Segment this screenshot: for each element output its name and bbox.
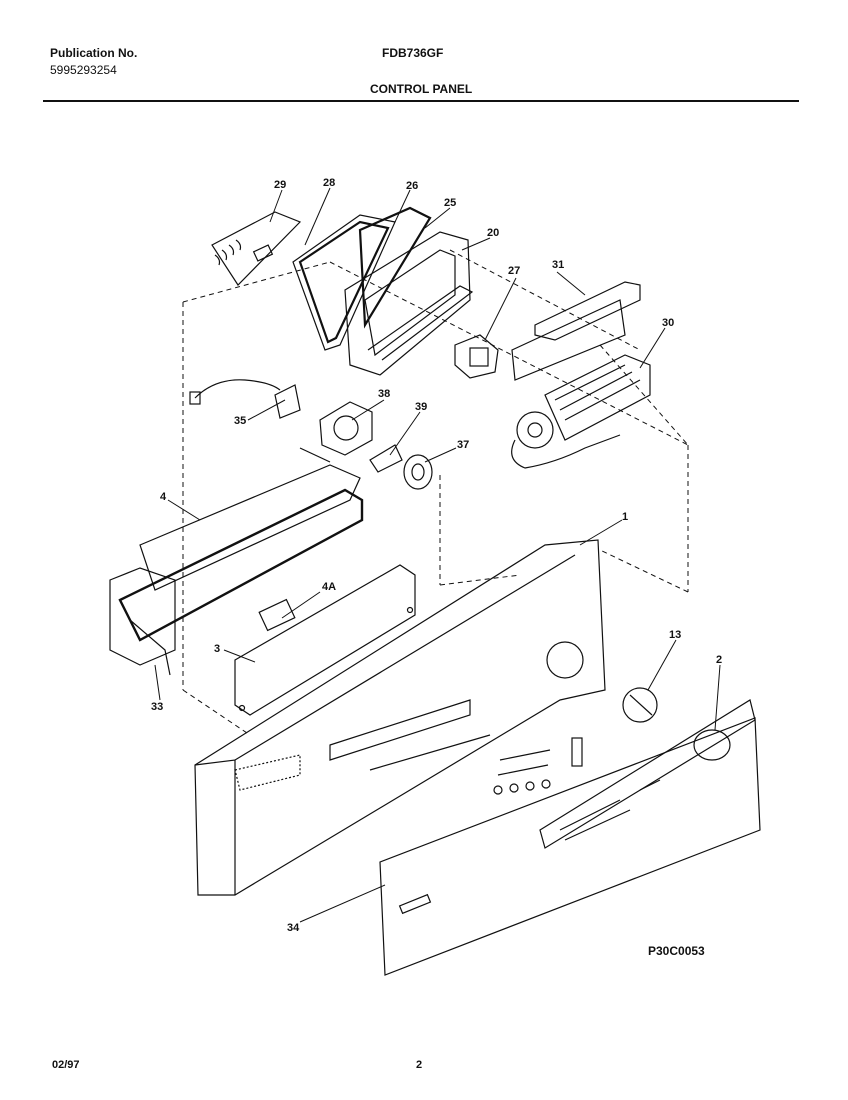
callout-20: 20 [487, 227, 499, 239]
part-26-seal [358, 206, 432, 329]
callout-1: 1 [622, 511, 628, 523]
callout-37: 37 [457, 439, 469, 451]
model-number: FDB736GF [382, 46, 444, 60]
part-37-knob-base [403, 454, 433, 490]
publication-label: Publication No. [50, 46, 138, 60]
part-29-button-pad [211, 211, 302, 286]
callout-13: 13 [669, 629, 681, 641]
callout-3: 3 [214, 643, 220, 655]
part-13-knob [622, 687, 658, 723]
callout-29: 29 [274, 179, 286, 191]
callout-35: 35 [234, 415, 246, 427]
part-30-blower [511, 354, 651, 469]
callout-31: 31 [552, 259, 564, 271]
callout-38: 38 [378, 388, 390, 400]
part-3-circuit-board [234, 564, 416, 716]
callout-39: 39 [415, 401, 427, 413]
callout-4: 4 [160, 491, 167, 503]
callout-30: 30 [662, 317, 674, 329]
section-title: CONTROL PANEL [370, 82, 473, 96]
publication-number: 5995293254 [50, 63, 117, 77]
part-34-overlay [379, 717, 761, 976]
header-rule [43, 100, 799, 102]
part-1-console [194, 539, 606, 896]
callout-34: 34 [287, 922, 300, 934]
callout-labels: 29 28 26 25 20 27 31 30 38 39 37 35 4 1 … [151, 177, 722, 934]
part-35-harness [189, 379, 301, 419]
part-38-selector-switch [299, 401, 373, 463]
assembly-guide-lines [182, 249, 689, 736]
figure-code: P30C0053 [648, 944, 705, 958]
part-20-housing [344, 231, 474, 376]
callout-2: 2 [716, 654, 722, 666]
callout-26: 26 [406, 180, 418, 192]
callout-33: 33 [151, 701, 163, 713]
callout-27: 27 [508, 265, 520, 277]
callout-4a: 4A [322, 581, 336, 593]
part-28-gasket [292, 214, 396, 351]
callout-leaders [154, 187, 721, 923]
part-39-plate [369, 444, 403, 473]
part-31-trim [511, 281, 641, 381]
part-4-control-box [109, 464, 364, 676]
part-2-decal [539, 699, 756, 849]
callout-28: 28 [323, 177, 335, 189]
callout-25: 25 [444, 197, 456, 209]
page-number: 2 [416, 1059, 423, 1071]
footer-date: 02/97 [52, 1059, 80, 1071]
part-27-switch [454, 334, 499, 379]
